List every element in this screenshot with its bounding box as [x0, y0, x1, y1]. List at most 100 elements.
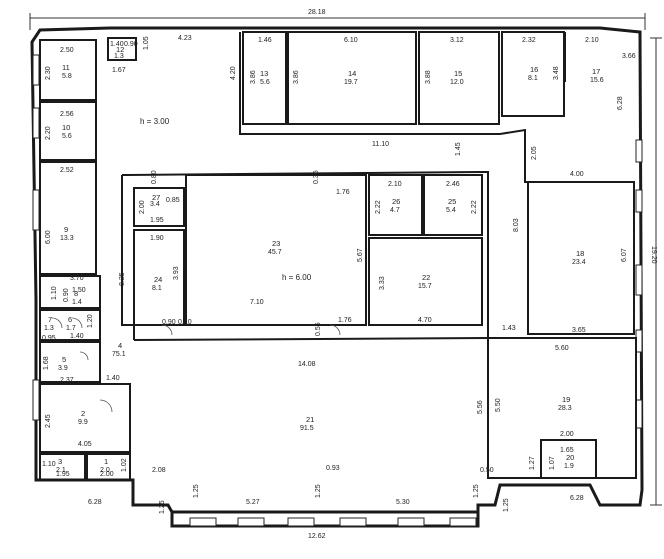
dim-11-10: 11.10	[372, 141, 389, 148]
dim-0-55: 0.55	[315, 322, 322, 336]
svg-text:23: 23	[272, 239, 280, 248]
room-15: 15 12.0	[450, 69, 464, 86]
svg-text:2.1: 2.1	[56, 467, 66, 474]
svg-text:5.4: 5.4	[446, 207, 456, 214]
dim-5-60: 5.60	[555, 345, 569, 352]
room-13: 13 5.6	[260, 69, 270, 86]
window	[635, 139, 643, 163]
dim-1-07: 1.07	[549, 456, 556, 470]
dim-2-00-c: 2.00	[560, 431, 574, 438]
dim-1-65: 1.65	[560, 447, 574, 454]
svg-text:26: 26	[392, 197, 400, 206]
svg-text:28.3: 28.3	[558, 405, 572, 412]
svg-text:4.7: 4.7	[390, 207, 400, 214]
dim-1-45: 1.45	[455, 142, 462, 156]
svg-text:3.4: 3.4	[150, 201, 160, 208]
svg-text:25: 25	[448, 197, 456, 206]
room-14: 14 19.7	[344, 69, 358, 86]
dim-4-05: 4.05	[78, 441, 92, 448]
dim-3-65: 3.65	[572, 327, 586, 334]
window	[635, 264, 643, 296]
dim-5-50: 5.50	[495, 398, 502, 412]
svg-text:1.3: 1.3	[44, 325, 54, 332]
dim-8-03: 8.03	[513, 218, 520, 232]
left-rooms-walls	[39, 37, 137, 481]
dim-1-27: 1.27	[529, 456, 536, 470]
room-6: 6 1.7	[66, 315, 76, 332]
dim-1-68: 1.68	[43, 356, 50, 370]
svg-text:3.9: 3.9	[58, 365, 68, 372]
svg-text:9.9: 9.9	[78, 419, 88, 426]
dim-14-08: 14.08	[298, 361, 316, 368]
dim-1-02: 1.02	[121, 458, 128, 472]
dim-3-12: 3.12	[450, 37, 464, 44]
room-2: 2 9.9	[78, 409, 88, 426]
height-label-upper: h = 3.00	[140, 117, 170, 126]
room-18: 18 23.4	[572, 249, 586, 266]
dim-0-50: 0.50	[480, 467, 494, 474]
room-8: 8 1.4	[72, 289, 82, 306]
dim-2-10-mid: 2.10	[388, 181, 402, 188]
window	[32, 54, 40, 86]
svg-text:1: 1	[104, 457, 108, 466]
room-19: 19 28.3	[558, 395, 572, 412]
svg-text:8: 8	[74, 289, 78, 298]
window	[32, 189, 40, 231]
svg-text:16: 16	[530, 65, 538, 74]
dim-4-00: 4.00	[570, 171, 584, 178]
svg-text:20: 20	[566, 453, 574, 462]
dim-overall-width: 28.18	[308, 9, 326, 16]
svg-text:9: 9	[64, 225, 68, 234]
dim-1-46: 1.46	[258, 37, 272, 44]
room-21: 21 91.5	[300, 415, 314, 432]
dim-5-30: 5.30	[396, 499, 410, 506]
dim-1-25-d: 1.25	[473, 484, 480, 498]
dim-1-25-c: 1.25	[315, 484, 322, 498]
svg-text:1.4: 1.4	[72, 299, 82, 306]
svg-text:5: 5	[62, 355, 66, 364]
window	[32, 379, 40, 421]
dim-1-40-a: 1.40	[106, 375, 120, 382]
bottom-windows	[189, 517, 477, 527]
dim-6-00: 6.00	[45, 230, 52, 244]
svg-text:7: 7	[48, 315, 52, 324]
svg-text:1.7: 1.7	[66, 325, 76, 332]
svg-text:5.6: 5.6	[62, 133, 72, 140]
svg-text:75.1: 75.1	[112, 351, 126, 358]
svg-text:6: 6	[68, 315, 72, 324]
room-1: 1 2.0	[100, 457, 110, 474]
svg-text:15: 15	[454, 69, 462, 78]
dim-6-28-right: 6.28	[617, 96, 624, 110]
dim-2-08: 2.08	[152, 467, 166, 474]
room-22: 22 15.7	[418, 273, 432, 290]
room-27: 27 3.4	[150, 193, 160, 208]
room-24: 24 8.1	[152, 275, 162, 292]
svg-text:13.3: 13.3	[60, 235, 74, 242]
room-9: 9 13.3	[60, 225, 74, 242]
svg-text:22: 22	[422, 273, 430, 282]
dim-2-22-a: 2.22	[375, 200, 382, 214]
dim-0-90: 0.90	[162, 319, 176, 326]
dim-2-37: 2.37	[60, 377, 74, 384]
svg-text:11: 11	[62, 63, 70, 72]
svg-text:19.7: 19.7	[344, 79, 358, 86]
dim-4-70: 4.70	[418, 317, 432, 324]
dim-2-20: 2.20	[45, 126, 52, 140]
dim-8-25: 8.25	[119, 272, 126, 286]
dim-1-10-b: 1.10	[42, 461, 56, 468]
dim-2-52: 2.52	[60, 167, 74, 174]
dim-0-90-c: 0.90	[124, 41, 138, 48]
dim-1-20: 1.20	[87, 314, 94, 328]
svg-text:2: 2	[81, 409, 85, 418]
outer-wall	[30, 26, 644, 514]
room-25: 25 5.4	[446, 197, 456, 214]
dim-1-95-b: 1.95	[56, 471, 70, 478]
svg-text:12: 12	[116, 45, 124, 54]
dim-2-10-top: 2.10	[585, 37, 599, 44]
dim-1-95: 1.95	[150, 217, 164, 224]
svg-text:2.0: 2.0	[100, 467, 110, 474]
dim-1-43: 1.43	[502, 325, 516, 332]
svg-text:23.4: 23.4	[572, 259, 586, 266]
dim-0-80: 0.80	[151, 170, 158, 184]
